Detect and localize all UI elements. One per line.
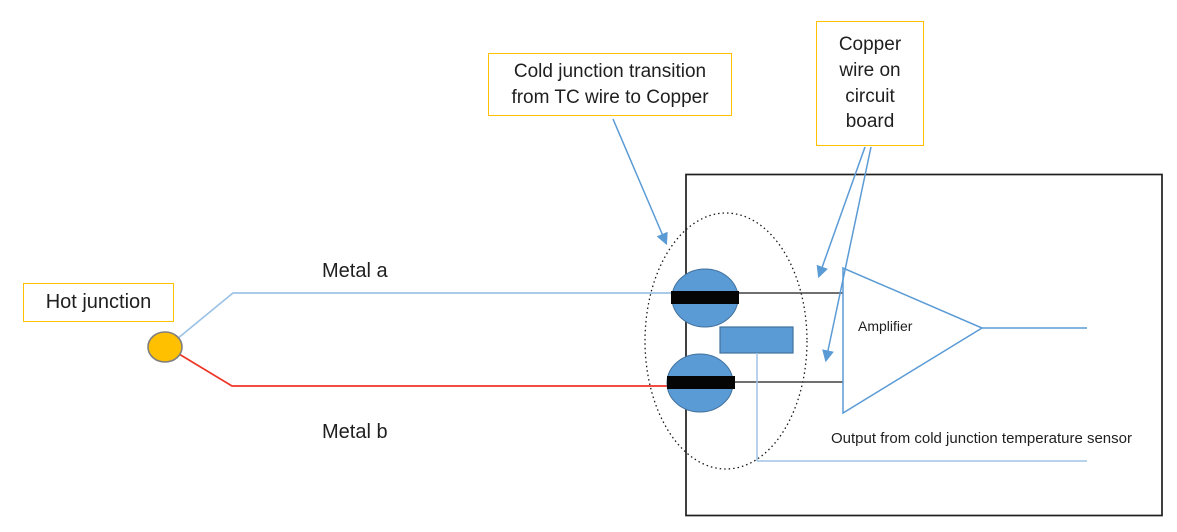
hot-junction-callout: Hot junction [23,283,174,322]
hot-junction-bead [147,331,183,363]
terminal-a-bar [671,291,739,304]
metal-a-label: Metal a [322,260,388,282]
copper-wire-arrow-bottom [822,146,872,363]
cold-junction-callout: Cold junction transition from TC wire to… [488,53,732,116]
circuit-board-outline [685,173,1163,517]
metal-b-wire [178,353,668,387]
cold-junction-arrow [612,118,668,246]
cold-junction-dotted-ellipse [644,212,808,470]
copper-wire-label: Copper wire on circuit board [838,34,902,133]
amplifier-triangle [842,266,984,415]
hot-junction-label: Hot junction [45,291,152,313]
copper-wire-arrow-top [816,146,866,279]
copper-wire-callout: Copper wire on circuit board [816,21,924,146]
sensor-output-label: Output from cold junction temperature se… [831,430,1132,447]
terminal-b-bar [667,376,735,389]
metal-a-wire [176,292,672,340]
cold-junction-label: Cold junction transition from TC wire to… [511,60,709,108]
temperature-sensor [719,326,794,354]
metal-b-label: Metal b [322,421,388,443]
amplifier-label: Amplifier [858,318,913,334]
